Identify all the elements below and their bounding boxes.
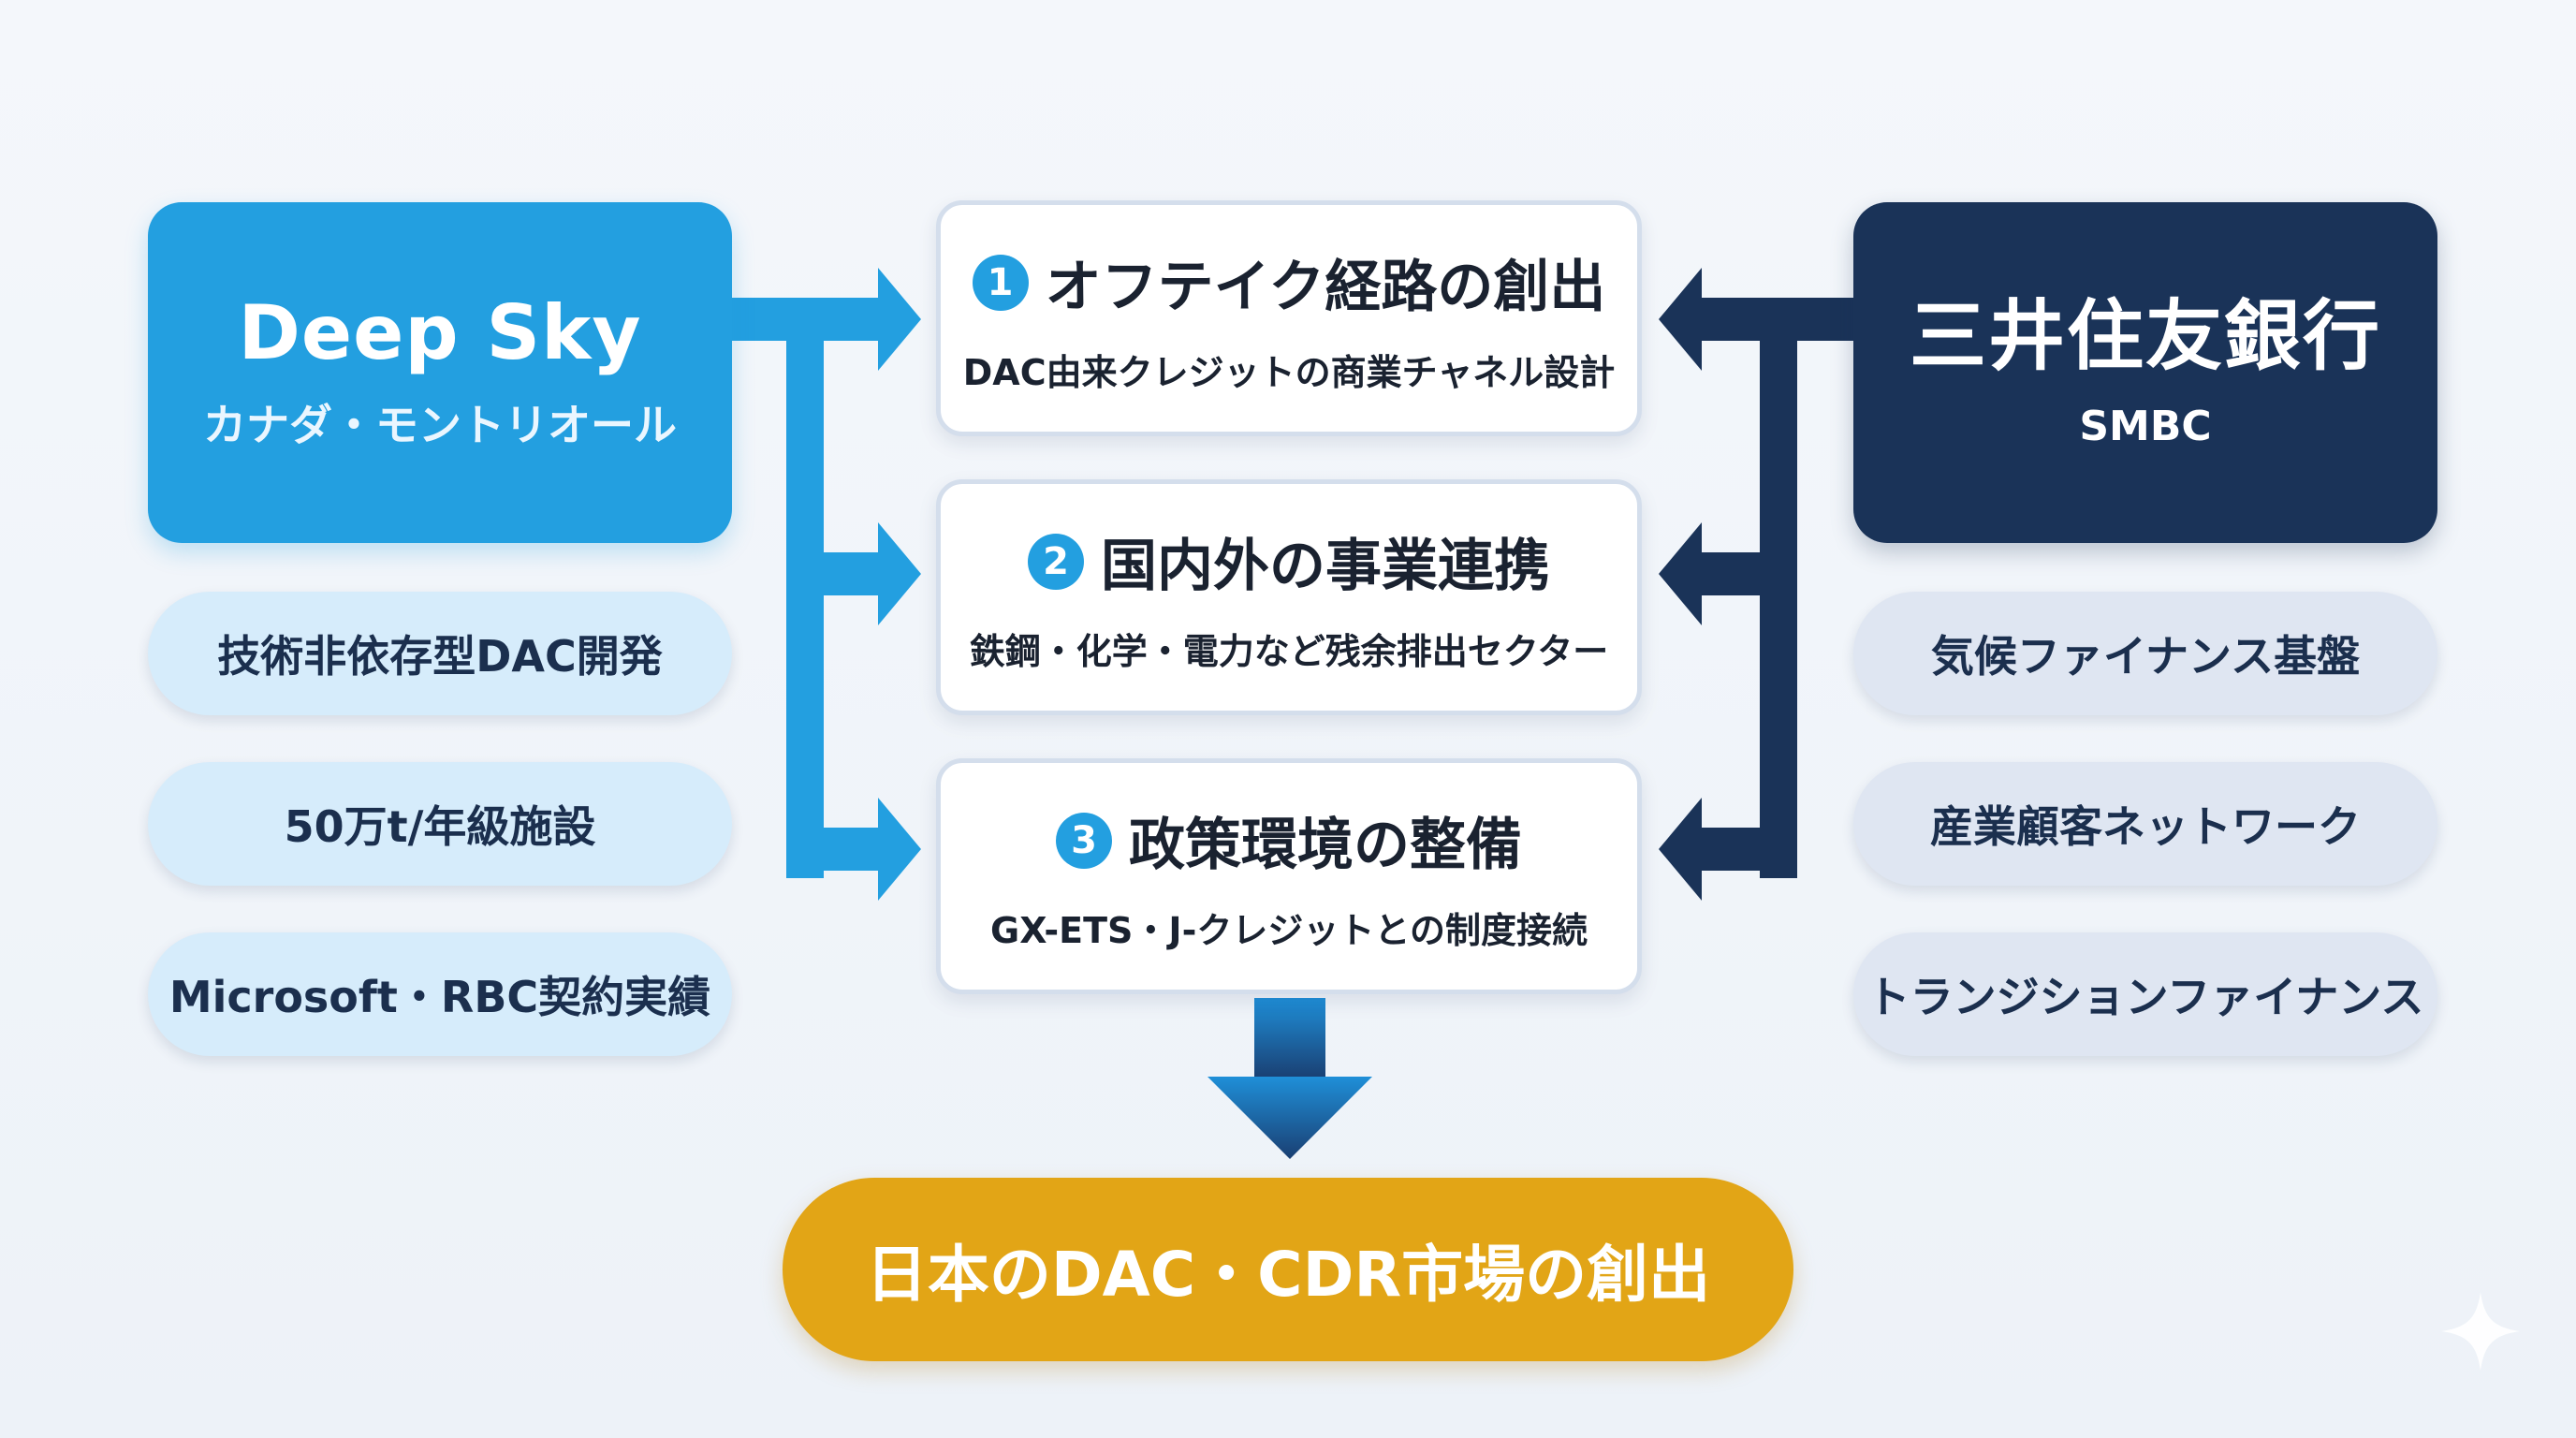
initiative-heading: 1 オフテイク経路の創出	[972, 242, 1606, 323]
initiative-heading: 3 政策環境の整備	[1056, 800, 1522, 881]
capability-pill: 産業顧客ネットワーク	[1853, 762, 2437, 886]
initiative-card-3: 3 政策環境の整備 GX-ETS・J-クレジットとの制度接続	[936, 758, 1642, 994]
capability-pill: トランジションファイナンス	[1853, 932, 2437, 1056]
partner-card-smbc: 三井住友銀行 SMBC	[1853, 202, 2437, 543]
initiative-heading: 2 国内外の事業連携	[1028, 521, 1550, 602]
initiative-title: 国内外の事業連携	[1101, 534, 1550, 599]
number-badge: 1	[972, 254, 1029, 311]
partner-location: カナダ・モントリオール	[203, 400, 677, 450]
initiative-description: DAC由来クレジットの商業チャネル設計	[962, 352, 1616, 393]
down-arrow	[1208, 998, 1372, 1159]
capability-pill: 気候ファイナンス基盤	[1853, 592, 2437, 715]
partner-abbreviation: SMBC	[2079, 402, 2212, 450]
initiative-card-1: 1 オフテイク経路の創出 DAC由来クレジットの商業チャネル設計	[936, 200, 1642, 436]
partner-name: 三井住友銀行	[1909, 292, 2381, 382]
number-badge: 3	[1056, 812, 1112, 869]
initiative-title: オフテイク経路の創出	[1045, 255, 1606, 320]
partner-card-deep-sky: Deep Sky カナダ・モントリオール	[148, 202, 732, 543]
partner-name: Deep Sky	[238, 289, 642, 376]
initiative-title: 政策環境の整備	[1129, 813, 1522, 878]
initiative-description: 鉄鋼・化学・電力など残余排出セクター	[969, 631, 1609, 672]
initiative-card-2: 2 国内外の事業連携 鉄鋼・化学・電力など残余排出セクター	[936, 479, 1642, 715]
initiative-description: GX-ETS・J-クレジットとの制度接続	[990, 910, 1588, 951]
capability-pill: Microsoft・RBC契約実績	[148, 932, 732, 1056]
capability-pill: 技術非依存型DAC開発	[148, 592, 732, 715]
left-connector	[732, 268, 921, 901]
right-connector	[1659, 268, 1853, 901]
sparkle-icon	[2441, 1292, 2520, 1371]
number-badge: 2	[1028, 533, 1084, 590]
capability-pill: 50万t/年級施設	[148, 762, 732, 886]
outcome-banner: 日本のDAC・CDR市場の創出	[783, 1178, 1793, 1361]
